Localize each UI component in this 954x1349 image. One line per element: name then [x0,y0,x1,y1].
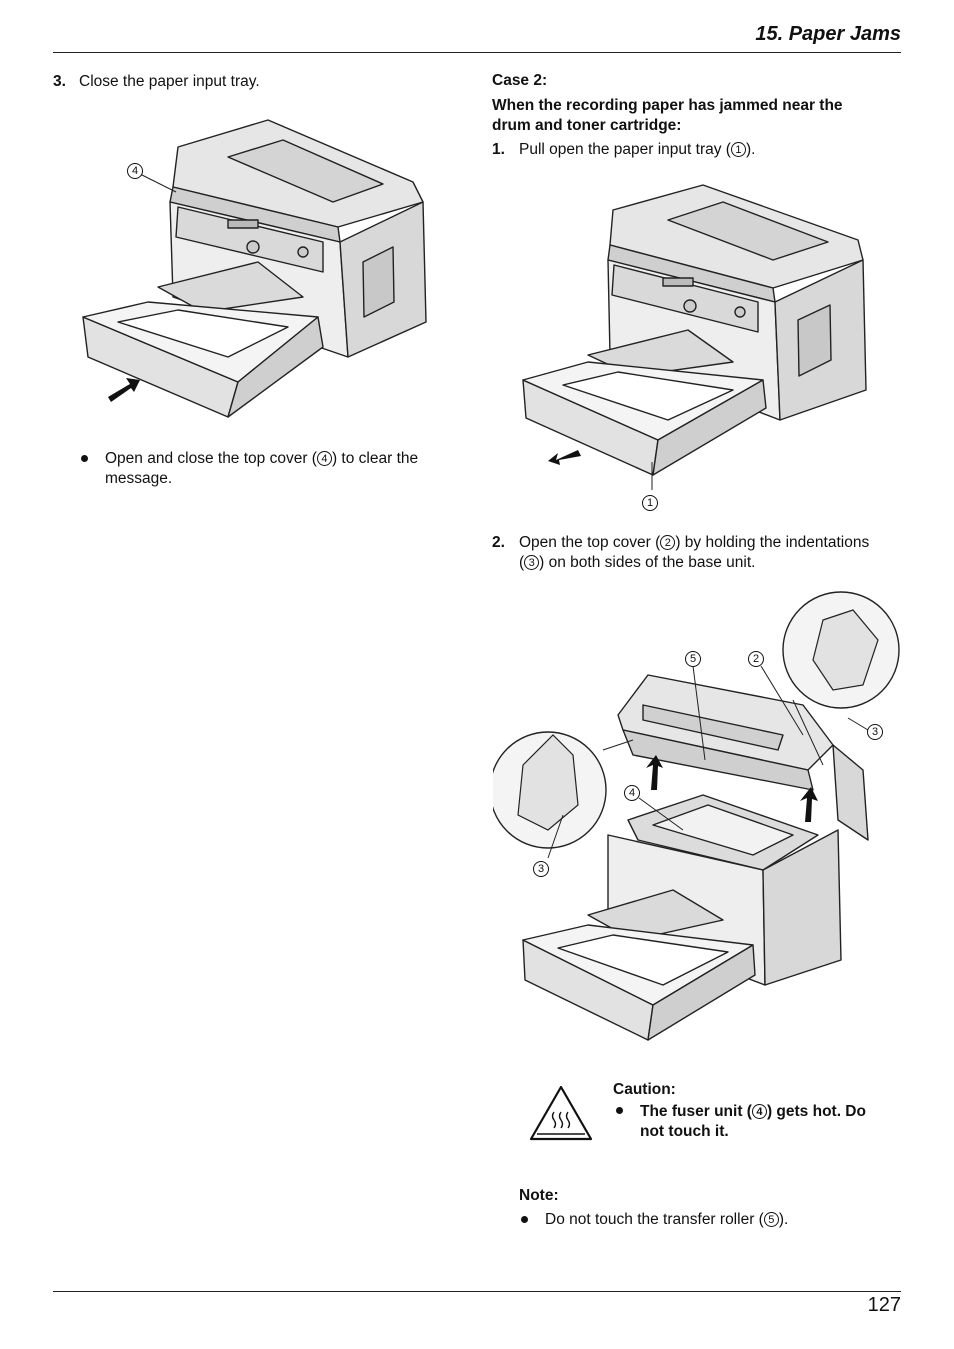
step-text: Open the top cover (2) by holding the in… [519,533,869,553]
callout-indentation: 3 [533,861,549,877]
note-title: Note: [519,1187,559,1204]
callout-transfer-roller: 5 [685,651,701,667]
step-text-pre: Open the top cover ( [519,534,661,551]
printer-tray-close-illustration [82,119,427,418]
hot-surface-warning-icon [529,1085,593,1141]
circled-number: 4 [316,451,332,466]
step-number: 2. [492,534,505,551]
step-number: 3. [53,73,66,90]
bullet-text-pre: Open and close the top cover ( [105,450,317,467]
circled-number: 5 [763,1212,779,1227]
printer-top-cover-open-illustration [493,591,900,1041]
callout-indentation: 3 [867,724,883,740]
bullet-text-post: ) to clear the [331,450,419,467]
step-text: Pull open the paper input tray (1). [519,140,755,160]
circled-number: 4 [751,1104,767,1119]
callout-fuser-unit: 4 [624,785,640,801]
step-number: 1. [492,141,505,158]
printer-tray-open-illustration [522,184,867,490]
circled-number: 1 [730,142,746,157]
step-text: Close the paper input tray. [79,73,260,90]
caution-text-line2: not touch it. [640,1123,729,1140]
bullet-text-line2: message. [105,470,173,487]
bullet-dot [616,1107,623,1114]
section-title: 15. Paper Jams [755,23,901,45]
step-2: 2. Open the top cover (2) by holding the… [492,533,869,553]
step-text-post: ) on both sides of the base unit. [539,554,756,571]
caution-title: Caution: [613,1081,676,1098]
page-number: 127 [867,1294,901,1316]
case-description-line1: When the recording paper has jammed near… [492,97,843,114]
circled-number: 2 [660,535,676,550]
note-text-pre: Do not touch the transfer roller ( [545,1211,764,1228]
callout-top-cover: 4 [127,163,143,179]
footer-rule [53,1291,901,1292]
header-rule [53,52,901,53]
step-text-mid: ) by holding the indentations [675,534,870,551]
note-text-post: ). [778,1211,789,1228]
case-title: Case 2: [492,72,548,89]
bullet-dot [81,455,88,462]
case-description-line2: drum and toner cartridge: [492,117,682,134]
bullet-text: Open and close the top cover (4) to clea… [105,449,418,469]
step-2-line2: (3) on both sides of the base unit. [519,553,755,573]
step-1: 1. Pull open the paper input tray (1). [492,140,755,160]
caution-text-post: ) gets hot. Do [766,1103,866,1120]
callout-paper-input-tray: 1 [642,495,658,511]
step-3: 3. Close the paper input tray. [53,72,260,92]
step-text-post: ). [745,141,756,158]
step-text-pre: ( [519,554,525,571]
caution-text-pre: The fuser unit ( [640,1103,752,1120]
note-text: Do not touch the transfer roller (5). [545,1210,788,1230]
caution-text: The fuser unit (4) gets hot. Do [640,1102,866,1122]
circled-number: 3 [524,555,540,570]
step-text-pre: Pull open the paper input tray ( [519,141,731,158]
bullet-dot [521,1216,528,1223]
callout-top-cover: 2 [748,651,764,667]
